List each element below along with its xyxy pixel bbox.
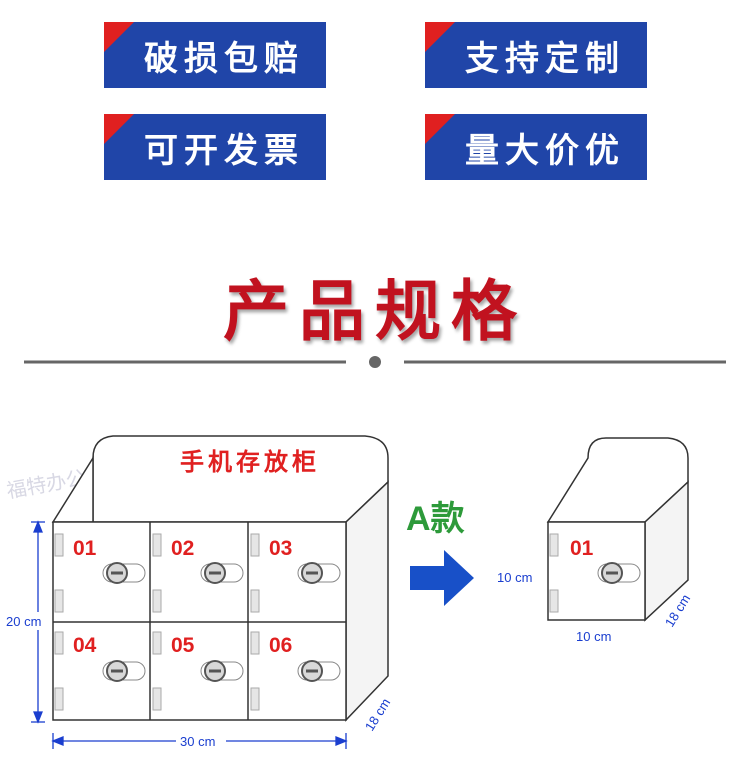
hinges xyxy=(549,533,559,613)
cabinet-front xyxy=(52,521,347,721)
label-backdrop xyxy=(176,732,226,750)
small-width-label: 10 cm xyxy=(576,629,611,644)
depth-label: 18 cm xyxy=(362,696,393,734)
hinge xyxy=(250,533,260,557)
label-backdrop xyxy=(4,612,50,630)
hinge xyxy=(54,533,64,557)
cabinet-back-panel xyxy=(546,437,689,523)
hinge xyxy=(152,687,162,711)
locks xyxy=(102,562,341,682)
arrowhead xyxy=(33,520,43,533)
hinges xyxy=(54,533,260,711)
badge-corner xyxy=(425,22,455,52)
hinge xyxy=(54,589,64,613)
arrow-right-icon xyxy=(410,550,474,606)
door-number: 04 xyxy=(73,634,97,657)
section-title: 产品规格 xyxy=(223,273,527,350)
cabinet-back-panel xyxy=(92,435,389,523)
badge-corner xyxy=(104,22,134,52)
lock-icon xyxy=(200,660,244,682)
cabinet-right-side xyxy=(345,480,389,722)
small-cabinet xyxy=(546,437,689,622)
lock-icon xyxy=(200,562,244,584)
lock-icon xyxy=(597,562,641,584)
lock-icon xyxy=(102,562,146,584)
door-number: 01 xyxy=(73,537,97,560)
hinge xyxy=(250,589,260,613)
lock-icon xyxy=(297,562,341,584)
height-label: 20 cm xyxy=(6,614,41,629)
door-number: 06 xyxy=(269,634,292,657)
arrowhead xyxy=(335,736,348,746)
hinge xyxy=(152,589,162,613)
badge-customization: 支持定制 xyxy=(425,22,647,88)
lock-icon xyxy=(297,660,341,682)
door-number: 05 xyxy=(171,634,195,657)
variant-label: A款 xyxy=(406,500,465,538)
hinge xyxy=(250,631,260,655)
hinge xyxy=(54,631,64,655)
hinge xyxy=(54,687,64,711)
large-cabinet xyxy=(51,435,389,722)
badge-label: 量大价优 xyxy=(465,130,625,171)
hinge xyxy=(250,687,260,711)
cabinet-header-label: 手机存放柜 xyxy=(180,448,320,476)
badge-label: 可开发票 xyxy=(144,130,304,171)
door-number: 01 xyxy=(570,537,594,560)
badge-bulk-discount: 量大价优 xyxy=(425,114,647,180)
badge-corner xyxy=(425,114,455,144)
badge-label: 破损包赔 xyxy=(144,38,304,79)
small-height-label: 10 cm xyxy=(497,570,532,585)
arrowhead xyxy=(33,711,43,724)
hinge xyxy=(549,533,559,557)
badge-corner xyxy=(104,114,134,144)
hinge xyxy=(152,631,162,655)
badge-invoice: 可开发票 xyxy=(104,114,326,180)
door-number: 02 xyxy=(171,537,194,560)
lock-icon xyxy=(102,660,146,682)
hinge xyxy=(152,533,162,557)
badge-damage-compensation: 破损包赔 xyxy=(104,22,326,88)
width-label: 30 cm xyxy=(180,734,215,749)
door-number: 03 xyxy=(269,537,292,560)
hinge xyxy=(549,589,559,613)
badge-label: 支持定制 xyxy=(465,38,625,79)
divider-dot xyxy=(369,356,381,368)
arrowhead xyxy=(51,736,64,746)
